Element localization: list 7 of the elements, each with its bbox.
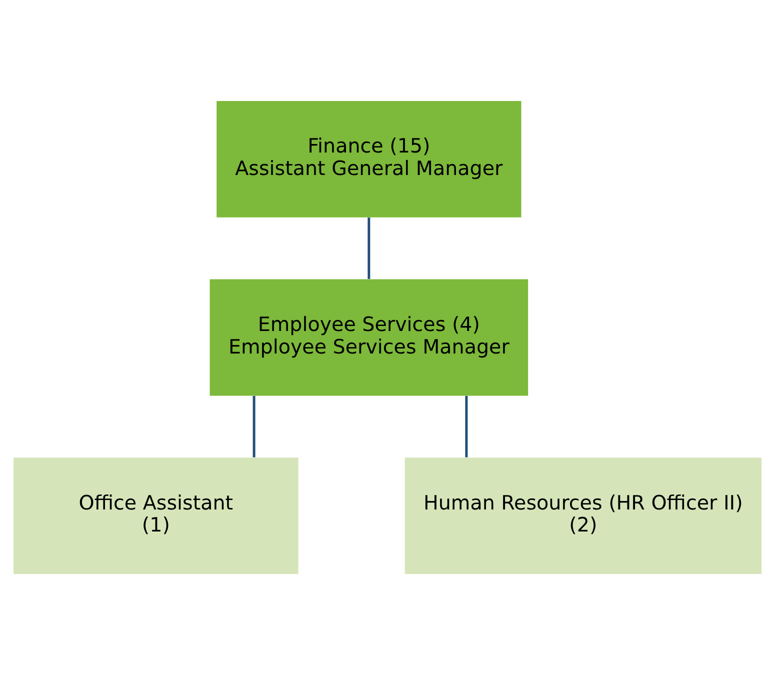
connector [368,218,370,279]
node-box: Human Resources (HR Officer II) (2) [404,458,762,574]
node-box: Finance (15) Assistant General Manager [216,100,522,218]
connector [252,396,256,458]
node-box: Office Assistant (1) [13,458,298,574]
node-box: Employee Services (4) Employee Services Manager [210,279,528,396]
connector [465,396,468,458]
